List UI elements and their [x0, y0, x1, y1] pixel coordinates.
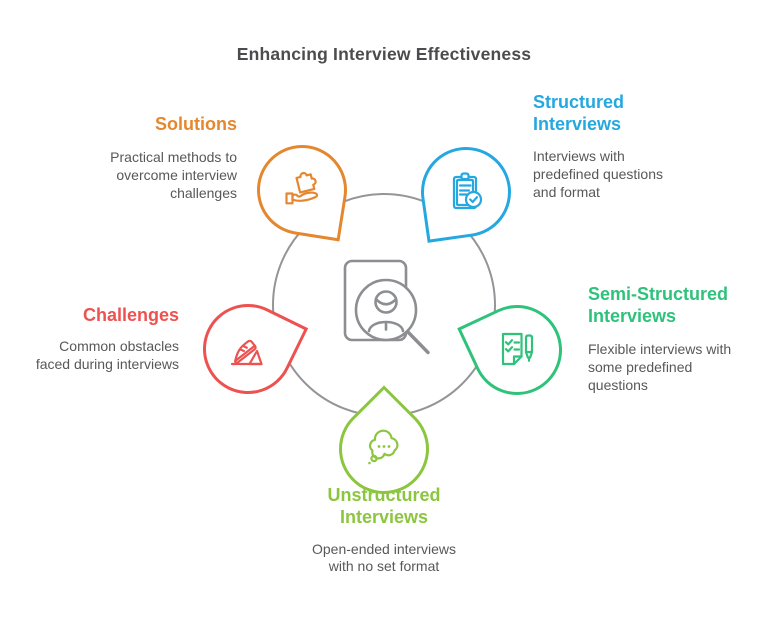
semi-structured-heading: Semi-Structured Interviews — [588, 283, 728, 327]
structured-description-line: Interviews with — [533, 148, 625, 164]
unstructured-heading-line: Interviews — [339, 507, 429, 527]
profile-search-icon — [343, 259, 430, 355]
person-head — [374, 290, 398, 314]
dot — [387, 445, 391, 448]
semi-structured-description-line: Flexible interviews with — [588, 341, 732, 357]
unstructured-description: Open-ended interviews with no set format — [234, 541, 534, 575]
obstacle-triangle — [248, 349, 263, 366]
clipboard-check-icon — [452, 172, 483, 210]
thought-cloud — [369, 429, 399, 460]
semi-structured-heading-line: Semi-Structured — [588, 284, 729, 304]
solutions-description-line: Practical methods to — [110, 149, 237, 165]
thought-trail-bubble — [370, 454, 378, 463]
unstructured-description-line: with no set format — [328, 558, 440, 574]
magnifier-lens — [354, 278, 418, 342]
solutions-description: Practical methods to overcome interview … — [110, 148, 237, 202]
magnifier-handle — [405, 329, 430, 355]
dot — [382, 445, 386, 448]
person-head-curve — [375, 298, 397, 306]
structured-heading-line: Structured — [533, 92, 625, 112]
puzzle-piece — [295, 171, 317, 194]
hand-puzzle-icon — [285, 171, 319, 205]
dot — [377, 445, 381, 448]
thought-bubble-icon — [368, 429, 399, 465]
solutions-heading: Solutions — [155, 113, 237, 135]
checkmark — [469, 196, 479, 204]
challenges-heading: Challenges — [83, 304, 179, 326]
structured-interviews-heading: Structured Interviews — [533, 91, 624, 135]
checkmark — [504, 346, 514, 353]
structured-interviews-description: Interviews with predefined questions and… — [533, 147, 663, 201]
clipboard-clip — [460, 172, 470, 181]
challenges-heading-line: Challenges — [82, 305, 179, 325]
open-hand — [291, 191, 319, 202]
solutions-description-line: challenges — [170, 185, 237, 201]
checkmark — [504, 339, 514, 346]
unstructured-heading-line: Unstructured — [327, 485, 441, 505]
person-shoulders — [367, 320, 405, 333]
checklist-pen-icon — [501, 332, 534, 366]
challenges-description-line: Common obstacles — [59, 338, 179, 354]
page-title: Enhancing Interview Effectiveness — [236, 44, 532, 64]
structured-description-line: and format — [533, 184, 600, 200]
solutions-heading-line: Solutions — [155, 114, 237, 134]
challenges-description-line: faced during interviews — [35, 356, 179, 372]
challenges-description: Common obstacles faced during interviews — [36, 337, 179, 373]
structured-heading-line: Interviews — [533, 114, 622, 134]
unstructured-heading: Unstructured Interviews — [234, 484, 534, 528]
pen-body — [524, 334, 534, 354]
tripping-shoe-icon — [230, 339, 263, 366]
sneaker — [234, 339, 257, 364]
semi-structured-description: Flexible interviews with some predefined… — [588, 340, 731, 394]
folded-corner — [512, 355, 523, 366]
thought-trail-dot — [368, 461, 371, 465]
semi-structured-heading-line: Interviews — [588, 306, 677, 326]
unstructured-description-line: Open-ended interviews — [312, 541, 456, 557]
solutions-description-line: overcome interview — [116, 167, 237, 183]
document-outline — [501, 332, 523, 366]
semi-structured-description-line: some predefined — [588, 359, 693, 375]
pen-tip — [524, 350, 534, 359]
semi-structured-description-line: questions — [588, 377, 648, 393]
structured-description-line: predefined questions — [533, 166, 663, 182]
